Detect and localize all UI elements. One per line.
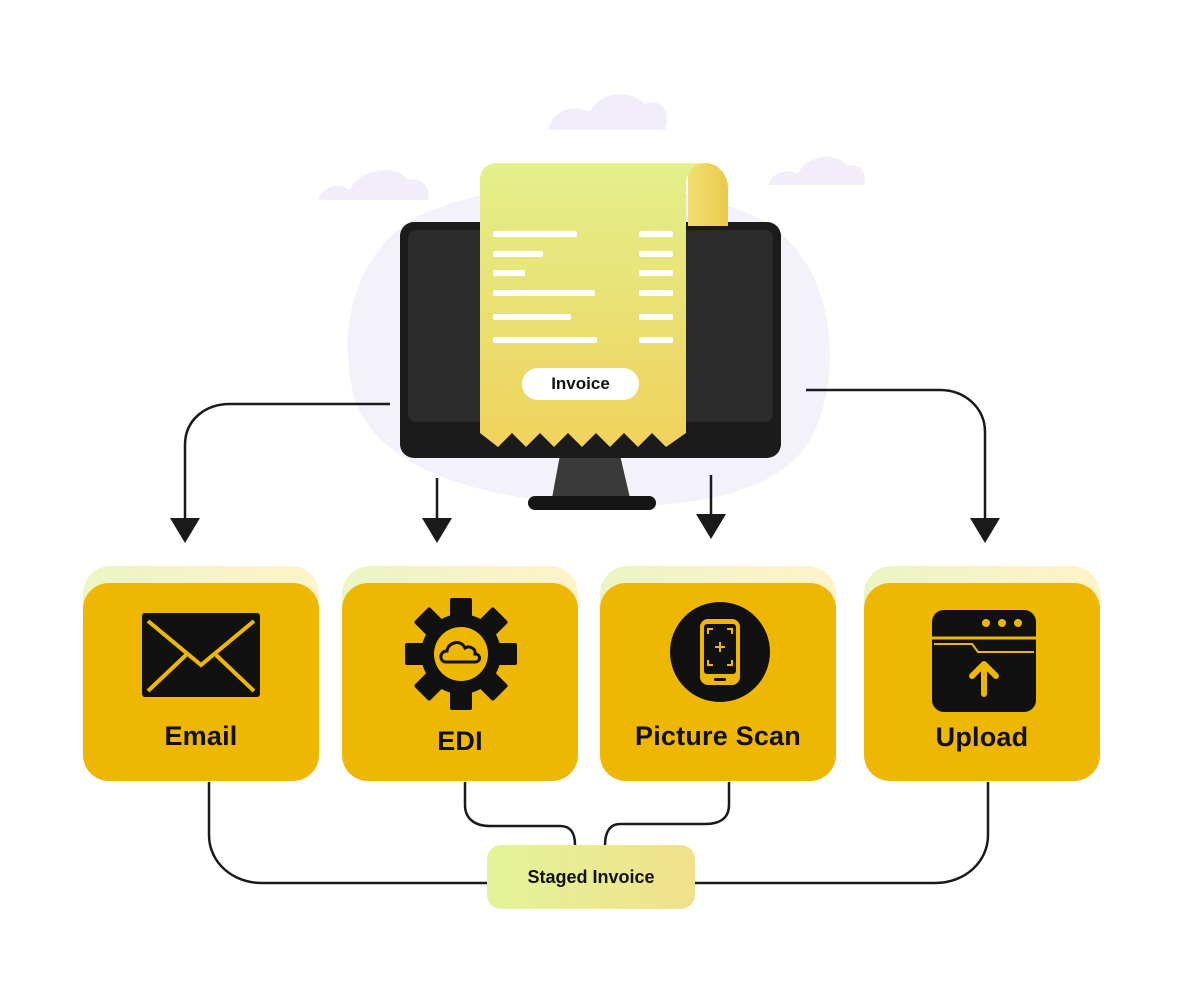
card-face: Upload [864, 583, 1100, 781]
invoice-label: Invoice [522, 368, 639, 400]
source-label: Picture Scan [635, 721, 801, 751]
browser-upload-icon [932, 610, 1036, 712]
envelope-icon [142, 613, 260, 697]
source-card-edi: EDI [342, 566, 582, 784]
source-label: Email [164, 721, 238, 751]
line-upload-to-staged [695, 782, 990, 885]
arrowheads [170, 514, 1000, 543]
line-picture-scan-to-staged [603, 782, 731, 846]
arrowhead-icon [970, 518, 1000, 543]
merge-connectors [207, 782, 990, 885]
source-card-upload: Upload [864, 566, 1104, 784]
source-card-picture-scan: Picture Scan [600, 566, 840, 784]
source-label: EDI [437, 726, 483, 756]
arrowhead-icon [422, 518, 452, 543]
card-face: Email [83, 583, 319, 781]
line-email-to-staged [207, 782, 488, 885]
cloud-icon [318, 169, 429, 200]
arrow-to-upload [806, 388, 987, 520]
line-edi-to-staged [463, 782, 577, 846]
source-label: Upload [935, 722, 1029, 752]
arrowhead-icon [170, 518, 200, 543]
arrowhead-icon [696, 514, 726, 539]
cloud-icon [548, 94, 668, 130]
card-face: EDI [342, 583, 578, 781]
source-card-email: Email [83, 566, 323, 784]
gear-cloud-icon [405, 598, 517, 710]
phone-scan-icon [670, 602, 770, 702]
staged-invoice-node: Staged Invoice [487, 845, 695, 909]
connector-arrows [183, 388, 987, 520]
cloud-icon [768, 156, 866, 185]
card-face: Picture Scan [600, 583, 836, 781]
arrow-to-email [183, 402, 390, 520]
